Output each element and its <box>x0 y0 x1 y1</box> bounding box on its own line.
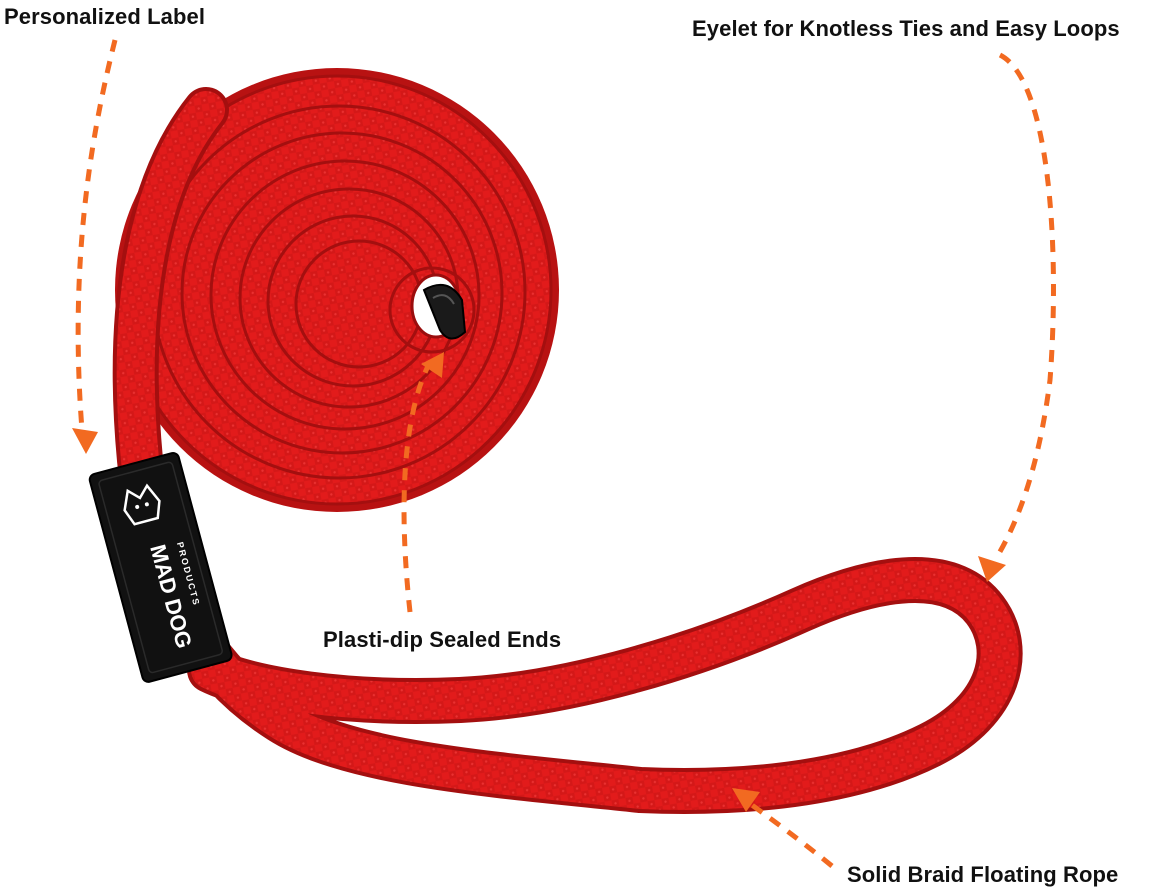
sealed-end <box>422 283 467 340</box>
callout-sealed-ends: Plasti-dip Sealed Ends <box>323 627 562 652</box>
arrow-sealed-ends <box>401 352 444 613</box>
callout-personalized-label: Personalized Label <box>4 4 206 29</box>
dog-logo-icon <box>123 483 161 526</box>
callout-eyelet: Eyelet for Knotless Ties and Easy Loops <box>692 16 1120 41</box>
rope-coil <box>115 68 559 512</box>
callout-floating-rope: Solid Braid Floating Rope <box>847 862 1119 887</box>
personalized-label-tag: MAD DOG PRODUCTS <box>88 452 233 683</box>
arrow-personalized-label <box>72 39 118 454</box>
arrow-eyelet <box>978 52 1056 582</box>
arrow-floating-rope <box>732 788 834 868</box>
